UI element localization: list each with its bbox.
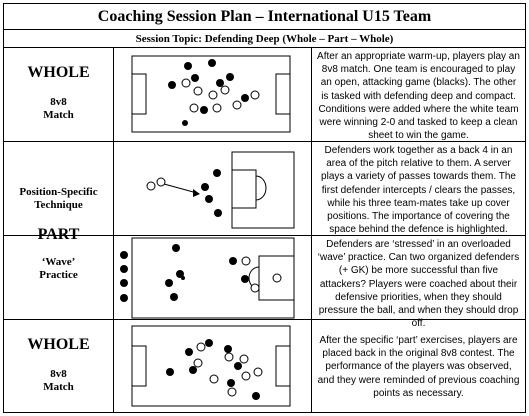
section-description: After an appropriate warm-up, players pl… bbox=[317, 51, 520, 142]
section-description: Defenders are ‘stressed’ in an overloade… bbox=[312, 236, 525, 329]
pitch-diagram-8v8 bbox=[114, 48, 312, 141]
section-heading: WHOLE bbox=[27, 336, 90, 353]
section-wave-practice: Defenders are ‘stressed’ in an overloade… bbox=[4, 236, 525, 329]
page-title: Coaching Session Plan – International U1… bbox=[4, 4, 525, 30]
session-topic: Session Topic: Defending Deep (Whole – P… bbox=[4, 30, 525, 48]
section-heading: WHOLE bbox=[27, 64, 90, 81]
section-label: WHOLE 8v8 Match bbox=[4, 320, 114, 412]
section-heading: PART bbox=[37, 226, 80, 243]
section-position-specific: Defenders work together as a back 4 in a… bbox=[4, 142, 525, 236]
section-description: After the specific ‘part’ exercises, pla… bbox=[317, 335, 520, 399]
section-heading: Position-Specific Technique bbox=[19, 186, 98, 211]
pitch-diagram-wave bbox=[114, 236, 312, 320]
section-subheading: ‘Wave’ Practice bbox=[39, 256, 78, 281]
pitch-diagram-8v8-final bbox=[114, 320, 312, 412]
section-subheading: 8v8 Match bbox=[43, 368, 74, 393]
section-subheading: 8v8 Match bbox=[43, 96, 74, 121]
session-plan-table: Coaching Session Plan – International U1… bbox=[3, 3, 526, 413]
section-whole-1: WHOLE 8v8 Match After an appropriate war… bbox=[4, 48, 525, 142]
section-description: Defenders work together as a back 4 in a… bbox=[321, 145, 516, 236]
section-label: WHOLE 8v8 Match bbox=[4, 48, 114, 141]
section-label-part: Position-Specific Technique PART ‘Wave’ … bbox=[4, 142, 114, 320]
section-whole-2: WHOLE 8v8 Match After the specific ‘part… bbox=[4, 320, 525, 412]
pitch-diagram-back-four bbox=[114, 142, 312, 235]
